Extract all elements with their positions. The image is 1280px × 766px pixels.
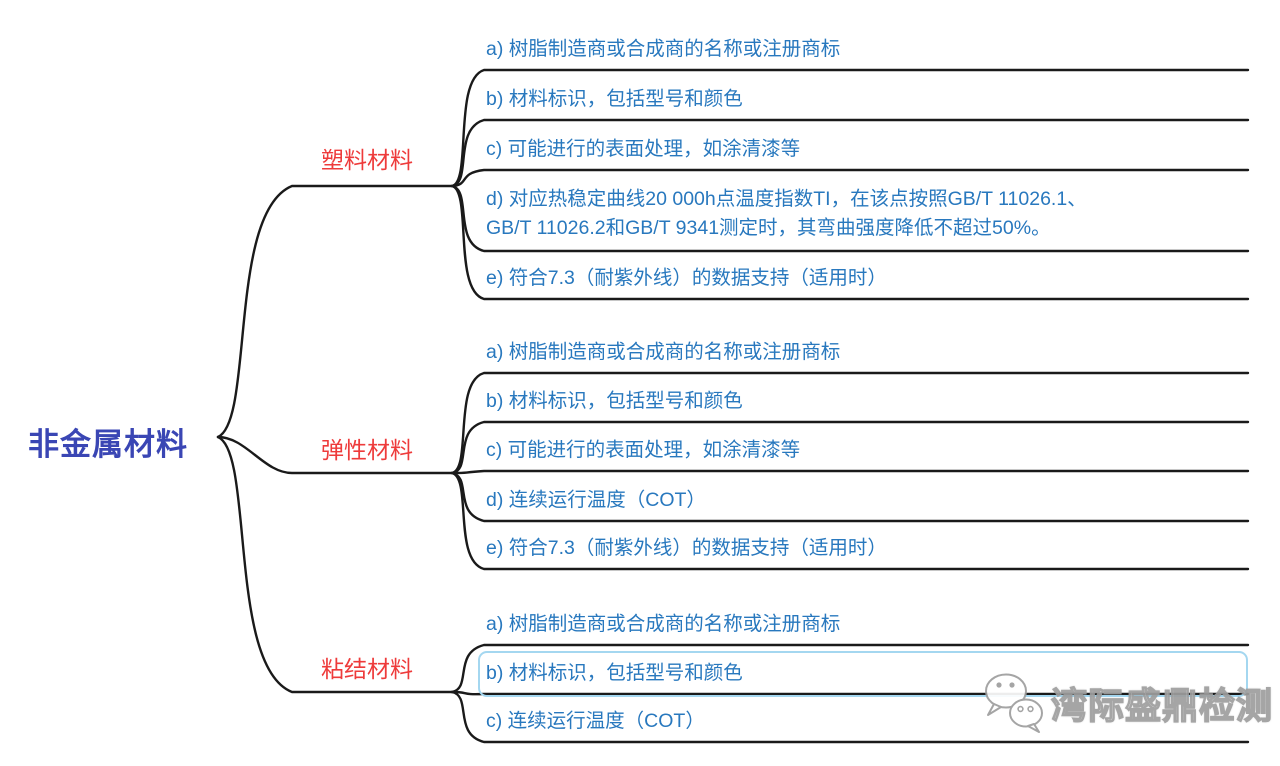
watermark-text: 湾际盛鼎检测 bbox=[1050, 684, 1274, 726]
leaf-node[interactable]: d) 对应热稳定曲线20 000h点温度指数TI，在该点按照GB/T 11026… bbox=[486, 185, 1276, 243]
leaf-node[interactable]: e) 符合7.3（耐紫外线）的数据支持（适用时） bbox=[486, 537, 887, 559]
leaf-node-line2: GB/T 11026.2和GB/T 9341测定时，其弯曲强度降低不超过50%。 bbox=[486, 217, 1051, 239]
leaf-node-selected[interactable]: b) 材料标识，包括型号和颜色 bbox=[486, 662, 743, 684]
leaf-node[interactable]: c) 连续运行温度（COT） bbox=[486, 710, 705, 732]
leaf-node[interactable]: c) 可能进行的表面处理，如涂清漆等 bbox=[486, 439, 801, 461]
root-node[interactable]: 非金属材料 bbox=[28, 427, 188, 462]
leaf-node[interactable]: a) 树脂制造商或合成商的名称或注册商标 bbox=[486, 613, 841, 635]
branch-node-plastic[interactable]: 塑料材料 bbox=[321, 147, 413, 173]
leaf-node[interactable]: b) 材料标识，包括型号和颜色 bbox=[486, 88, 743, 110]
watermark: 湾际盛鼎检测 bbox=[983, 672, 1273, 734]
leaf-node-line1: d) 对应热稳定曲线20 000h点温度指数TI，在该点按照GB/T 11026… bbox=[486, 188, 1087, 210]
leaf-node[interactable]: b) 材料标识，包括型号和颜色 bbox=[486, 390, 743, 412]
selected-node-box[interactable] bbox=[478, 651, 1248, 697]
leaf-node[interactable]: c) 可能进行的表面处理，如涂清漆等 bbox=[486, 138, 801, 160]
branch-node-elastic[interactable]: 弹性材料 bbox=[321, 437, 413, 463]
leaf-node[interactable]: a) 树脂制造商或合成商的名称或注册商标 bbox=[486, 341, 841, 363]
wechat-icon bbox=[985, 673, 1043, 733]
leaf-node[interactable]: d) 连续运行温度（COT） bbox=[486, 489, 706, 511]
leaf-node[interactable]: e) 符合7.3（耐紫外线）的数据支持（适用时） bbox=[486, 267, 887, 289]
branch-node-bonding[interactable]: 粘结材料 bbox=[321, 656, 413, 682]
leaf-node[interactable]: a) 树脂制造商或合成商的名称或注册商标 bbox=[486, 38, 841, 60]
